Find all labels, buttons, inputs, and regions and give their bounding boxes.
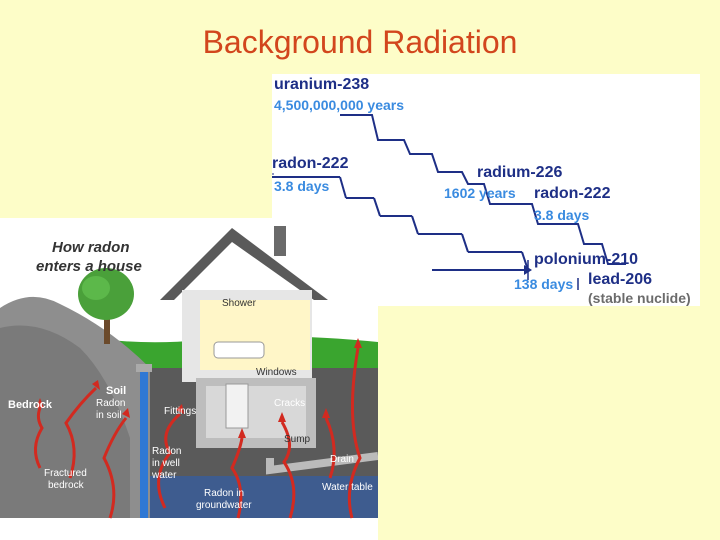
half-life-radon-222-right: 3.8 days — [534, 207, 589, 223]
chimney — [274, 226, 286, 256]
radon-connector-line — [339, 176, 347, 199]
label-bedrock: Bedrock — [8, 399, 53, 411]
well-pipe — [140, 368, 148, 518]
house-interior — [200, 300, 310, 370]
label-radon-well-1: Radon — [152, 446, 181, 457]
label-fittings: Fittings — [164, 406, 196, 417]
label-radon-well-2: in well — [152, 458, 180, 469]
label-radon-soil-1: Radon — [96, 398, 125, 409]
stable-nuclide-note: (stable nuclide) — [588, 290, 691, 306]
label-cracks: Cracks — [274, 398, 305, 409]
half-life-polonium-210: 138 days — [514, 276, 573, 292]
nuclide-radon-222-right: radon-222 — [534, 185, 611, 202]
label-shower: Shower — [222, 298, 257, 309]
radon-house-diagram: How radon enters a house Shower Windows … — [0, 218, 378, 540]
label-water-table: Water table — [322, 482, 373, 493]
label-sump: Sump — [284, 434, 311, 445]
house-diagram-title-line2: enters a house — [36, 258, 142, 275]
decay-staircase-line — [340, 114, 626, 265]
tree-trunk — [104, 310, 110, 344]
radon-arrow-heads — [36, 338, 362, 438]
label-radon-groundwater-2: groundwater — [196, 500, 252, 511]
bathtub — [213, 341, 265, 359]
label-drain: Drain — [330, 454, 354, 465]
radon-arrows — [34, 347, 362, 519]
drain-pipe — [266, 452, 378, 475]
house-diagram-title-line1: How radon — [52, 239, 130, 256]
label-fractured-1: Fractured — [44, 468, 87, 479]
label-windows: Windows — [256, 367, 297, 378]
label-radon-well-3: water — [151, 470, 177, 481]
label-soil: Soil — [106, 385, 126, 397]
slide-title: Background Radiation — [202, 24, 518, 60]
water-heater — [225, 383, 249, 429]
nuclide-polonium-210: polonium-210 — [534, 251, 638, 268]
half-life-uranium-238: 4,500,000,000 years — [274, 97, 404, 113]
label-radon-groundwater-1: Radon in — [204, 488, 244, 499]
nuclide-radon-222-left: radon-222 — [272, 155, 349, 172]
nuclide-uranium-238: uranium-238 — [274, 76, 369, 93]
nuclide-radium-226: radium-226 — [477, 164, 562, 181]
half-life-radon-222-left: 3.8 days — [274, 178, 329, 194]
nuclide-lead-206: lead-206 — [588, 271, 652, 288]
half-life-radium-226: 1602 years — [444, 185, 516, 201]
label-fractured-2: bedrock — [48, 480, 85, 491]
label-radon-soil-2: in soil — [96, 410, 122, 421]
